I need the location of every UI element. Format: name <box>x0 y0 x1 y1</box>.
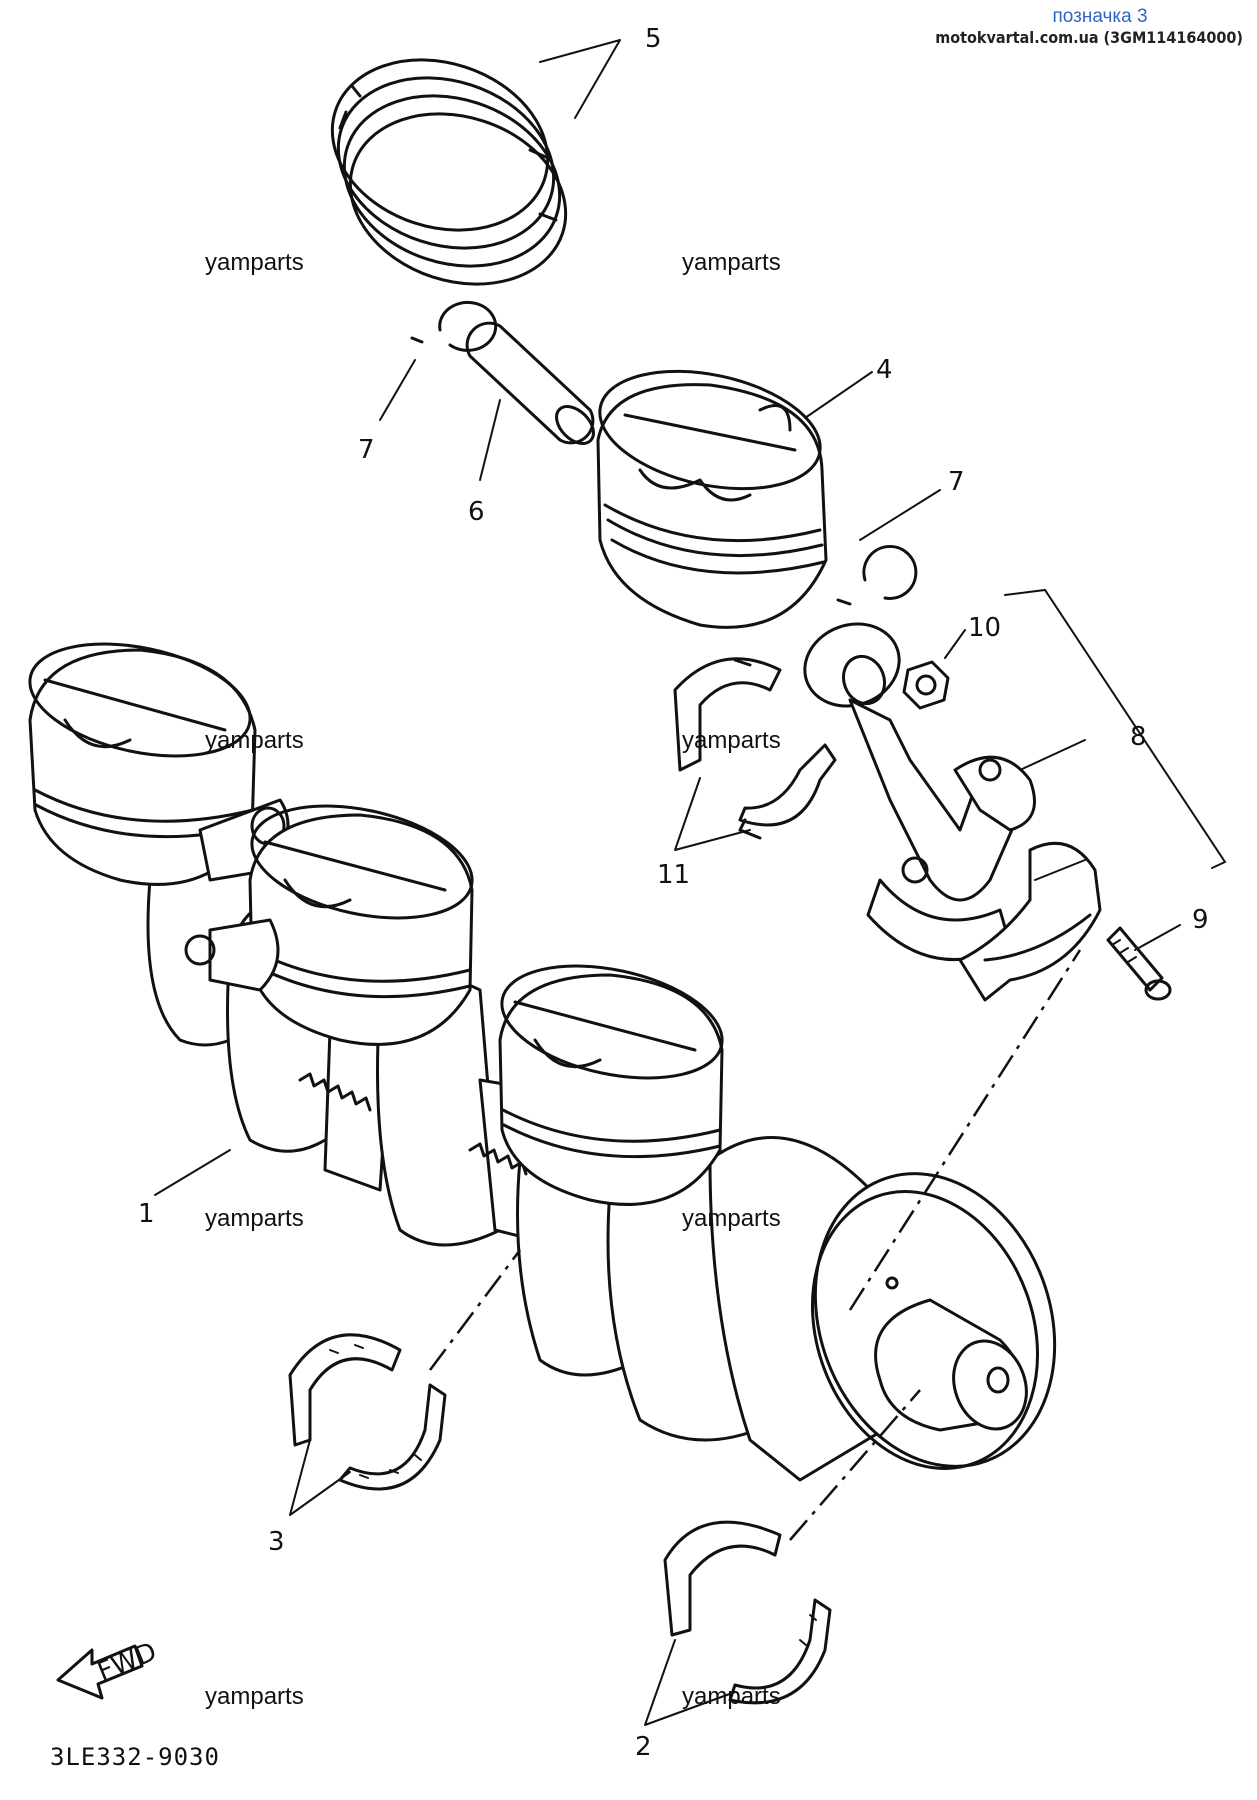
big-end-cap <box>958 841 1102 1002</box>
main-bearing-left-upper <box>288 1333 402 1447</box>
piston-installed-3 <box>498 964 724 1206</box>
con-rod-bolt <box>1106 926 1172 1001</box>
piston <box>596 369 828 629</box>
callout-7-right: 7 <box>948 467 965 497</box>
callout-6: 6 <box>468 497 485 527</box>
watermark: yamparts <box>205 1683 304 1710</box>
alignment-line-rod <box>848 949 1082 1311</box>
watermark: yamparts <box>205 249 304 276</box>
piston-pin <box>465 321 595 445</box>
callout-3: 3 <box>268 1527 285 1557</box>
con-rod-bearing-lower <box>738 743 837 840</box>
piston-pin-clip-left <box>410 300 498 352</box>
diagram-code: 3LE332-9030 <box>50 1743 220 1771</box>
callout-1: 1 <box>138 1199 155 1229</box>
callout-8: 8 <box>1130 722 1147 752</box>
watermark: yamparts <box>682 1205 781 1232</box>
watermark: yamparts <box>682 249 781 276</box>
piston-rings <box>330 58 568 286</box>
watermark: yamparts <box>205 1205 304 1232</box>
watermark: yamparts <box>682 1683 781 1710</box>
callout-4: 4 <box>876 355 893 385</box>
main-bearing-right-lower <box>728 1598 832 1705</box>
main-bearing-right-upper <box>663 1520 782 1637</box>
callout-11: 11 <box>657 860 690 890</box>
con-rod-bearing-upper <box>673 657 782 772</box>
piston-installed-1 <box>28 642 290 886</box>
callout-9: 9 <box>1192 905 1209 935</box>
callout-5: 5 <box>645 24 662 54</box>
alignment-line-left <box>429 1249 521 1371</box>
alignment-line-right <box>789 1389 921 1541</box>
piston-installed-2 <box>184 804 474 1046</box>
fwd-label: FWD <box>93 1637 161 1688</box>
fwd-arrow-icon: FWD <box>56 1637 161 1700</box>
main-bearing-left-lower <box>338 1383 447 1491</box>
piston-pin-clip-right <box>836 545 918 606</box>
callout-7-left: 7 <box>358 435 375 465</box>
connecting-rod <box>803 622 1036 962</box>
header-source: motokvartal.com.ua (3GM114164000) <box>935 28 1243 47</box>
watermark: yamparts <box>205 727 304 754</box>
watermark: yamparts <box>682 727 781 754</box>
callout-2: 2 <box>635 1732 652 1762</box>
leader-lines <box>154 39 1227 1726</box>
callout-10: 10 <box>968 613 1001 643</box>
con-rod-nut <box>902 660 950 710</box>
header-link[interactable]: позначка 3 <box>1052 6 1147 27</box>
